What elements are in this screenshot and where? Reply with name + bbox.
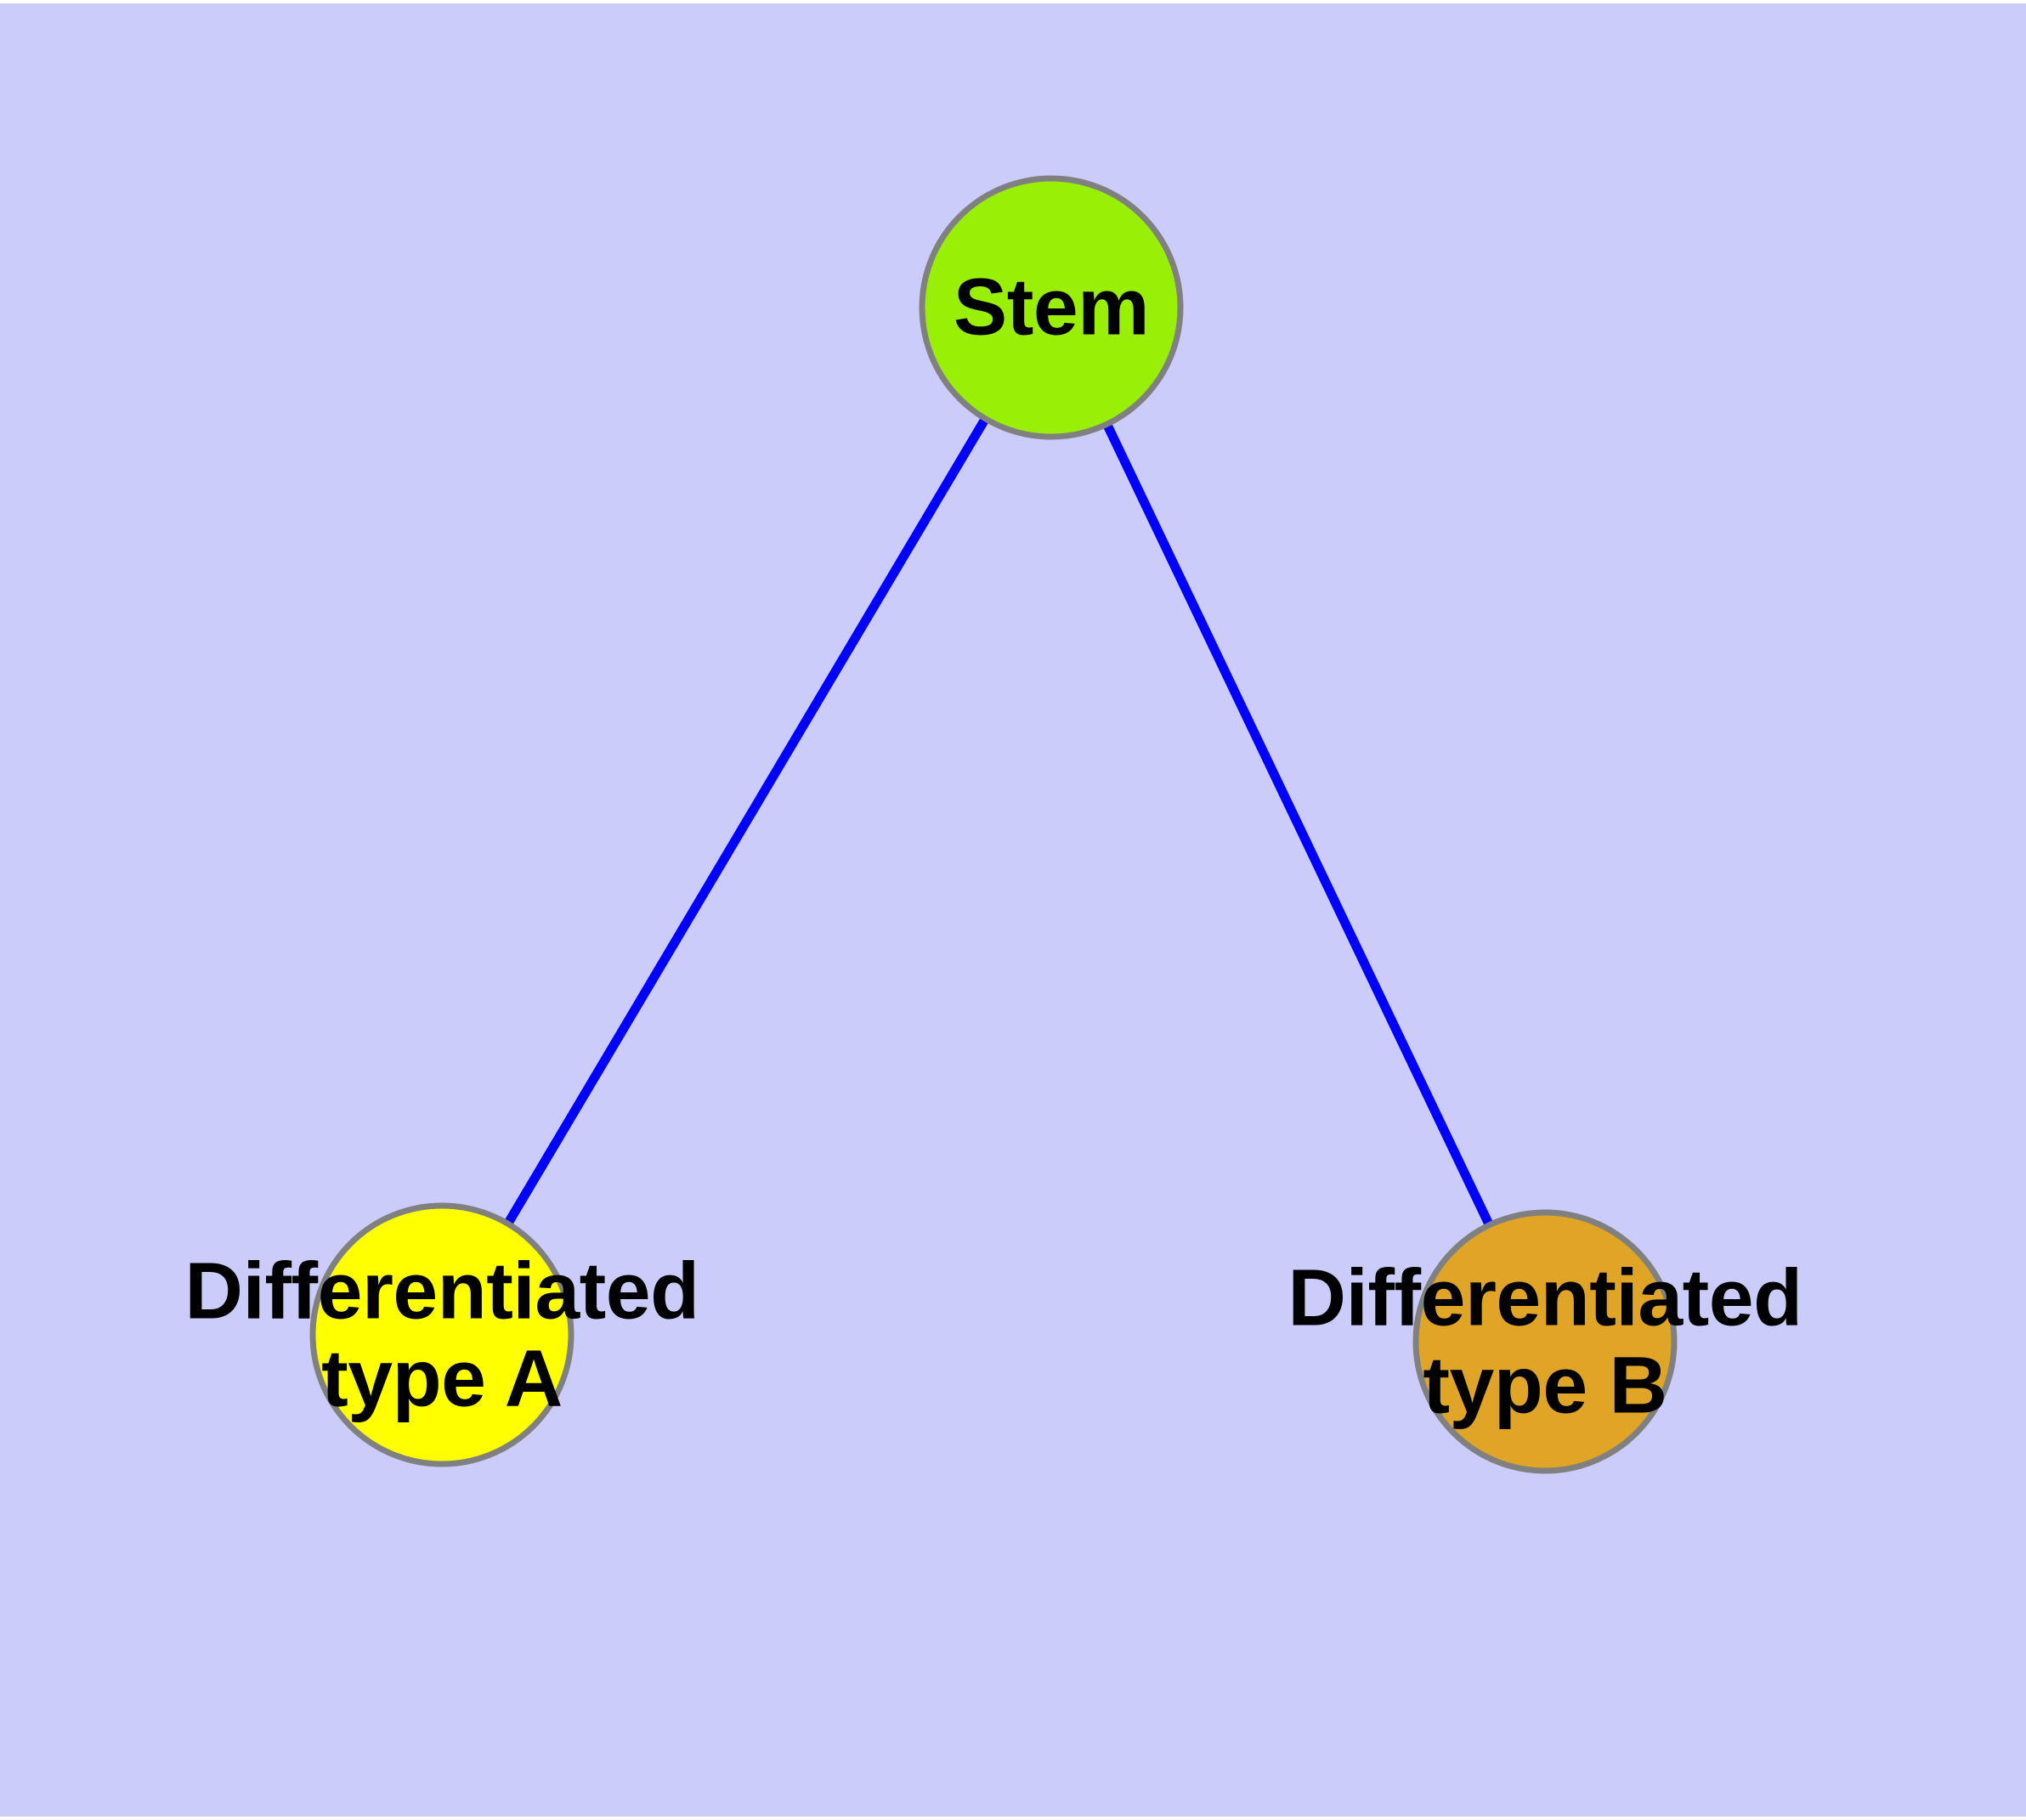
edge-stem-to-differentiated-type-a[interactable] <box>438 305 1055 1337</box>
node-layer <box>309 175 1678 1474</box>
edge-layer <box>438 305 1549 1344</box>
node-differentiated-type-b[interactable] <box>1412 1209 1678 1474</box>
graph-svg-canvas <box>309 175 1678 1474</box>
node-differentiated-type-a[interactable] <box>309 1202 574 1467</box>
node-stem[interactable] <box>919 175 1184 440</box>
edge-stem-to-differentiated-type-b[interactable] <box>1047 305 1549 1344</box>
